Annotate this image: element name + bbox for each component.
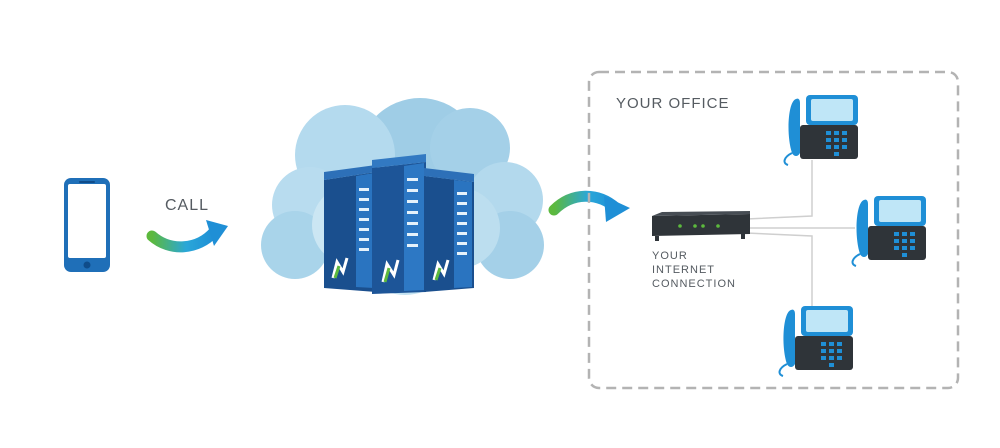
desk-phone-icon [778,306,853,377]
call-label: CALL [165,197,209,214]
server-rack-middle [372,154,426,294]
network-lines [745,160,855,310]
connection-label-line: CONNECTION [652,278,736,290]
server-rack-icon [324,154,474,294]
desk-phone-icon [851,196,926,267]
server-rack-right [424,168,474,292]
router-icon [652,211,750,241]
cloud-to-office-arrow-icon [548,190,630,222]
office-label: YOUR OFFICE [616,95,730,112]
call-arrow-icon [146,220,228,253]
connection-label-line: YOUR [652,250,688,262]
server-rack-left [324,165,376,292]
desk-phone-icon [783,95,858,166]
office-boundary [587,70,960,390]
smartphone-icon [64,178,110,272]
connection-label-line: INTERNET [652,264,715,276]
internet-connection-label: YOUR INTERNET CONNECTION [652,250,736,290]
